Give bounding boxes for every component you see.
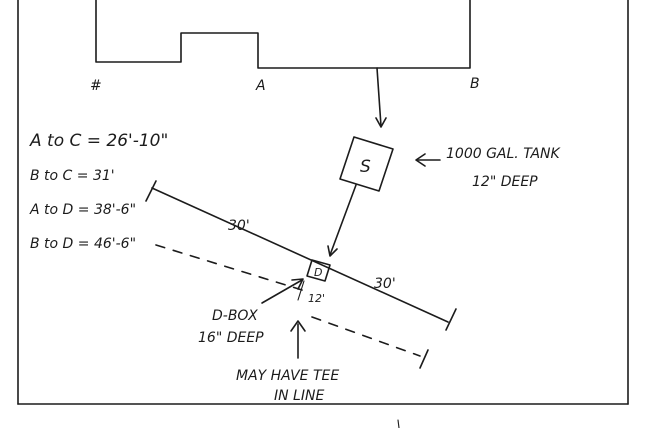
leach-line-dashed-end-cap	[419, 349, 429, 369]
tee-note-line1: MAY HAVE TEE	[236, 368, 339, 384]
pipe-tank-to-dbox	[329, 184, 357, 256]
corner-label-left: #	[90, 78, 102, 94]
distance-a-to-d: A to D = 38'-6"	[29, 202, 136, 218]
corner-label-b: B	[470, 76, 480, 92]
tee-note-arrow-head	[290, 320, 306, 332]
pipe-house-to-tank	[376, 67, 382, 127]
septic-tank	[339, 136, 394, 192]
leach-line-end-cap-right	[445, 308, 457, 331]
tank-note-line1: 1000 GAL. TANK	[446, 146, 562, 162]
dbox-label-arrow-head	[291, 278, 304, 290]
dbox-label-line1: D-BOX	[212, 308, 258, 324]
pipe-arrow-head	[375, 117, 387, 128]
leach-line-solid	[151, 187, 449, 323]
house-foundation-outline	[95, 0, 471, 69]
dbox-symbol: D	[314, 266, 322, 279]
distance-b-to-c: B to C = 31'	[30, 168, 115, 184]
leach-length-left: 30'	[228, 218, 250, 234]
corner-label-a: A	[255, 78, 266, 94]
tank-note-arrow-head	[415, 153, 426, 167]
leach-line-dashed-left	[155, 244, 303, 291]
leach-line-dashed-right	[311, 316, 421, 357]
page-tick-mark	[397, 419, 400, 428]
leach-length-right: 30'	[374, 276, 396, 292]
dbox-label-arrow	[261, 279, 303, 304]
distribution-box	[306, 259, 331, 282]
distance-a-to-c: A to C = 26'-10"	[29, 131, 168, 151]
dbox-label-line2: 16" DEEP	[198, 330, 264, 346]
spacing-tick	[297, 280, 305, 301]
leach-spacing: 12'	[308, 292, 325, 305]
tank-symbol: S	[360, 157, 371, 177]
tank-note-line2: 12" DEEP	[472, 174, 538, 190]
distance-b-to-d: B to D = 46'-6"	[30, 236, 136, 252]
pipe-arrow-head-2	[327, 245, 338, 257]
leach-line-end-cap-left	[145, 180, 157, 202]
tee-note-line2: IN LINE	[274, 388, 324, 404]
